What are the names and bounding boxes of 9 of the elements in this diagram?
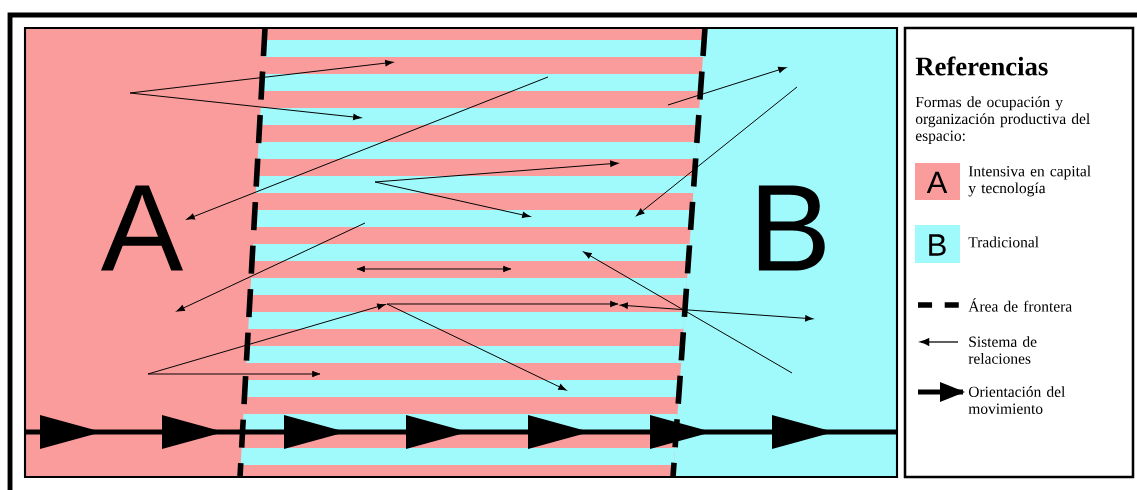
legend-text: Área de frontera (968, 298, 1072, 312)
zone-letter: B (758, 185, 825, 271)
legend-text: Orientación del movimiento (968, 386, 1066, 414)
legend-subtitle: Formas de ocupación y organización productiva del espacio: (915, 96, 1090, 145)
legend-text: Tradicional (968, 236, 1039, 248)
zone-letter: A (101, 185, 184, 271)
legend-title: Referencias (915, 56, 1048, 76)
legend-text: Sistema de relaciones (968, 336, 1037, 364)
legend-text: Intensiva en capital y tecnología (968, 165, 1091, 197)
